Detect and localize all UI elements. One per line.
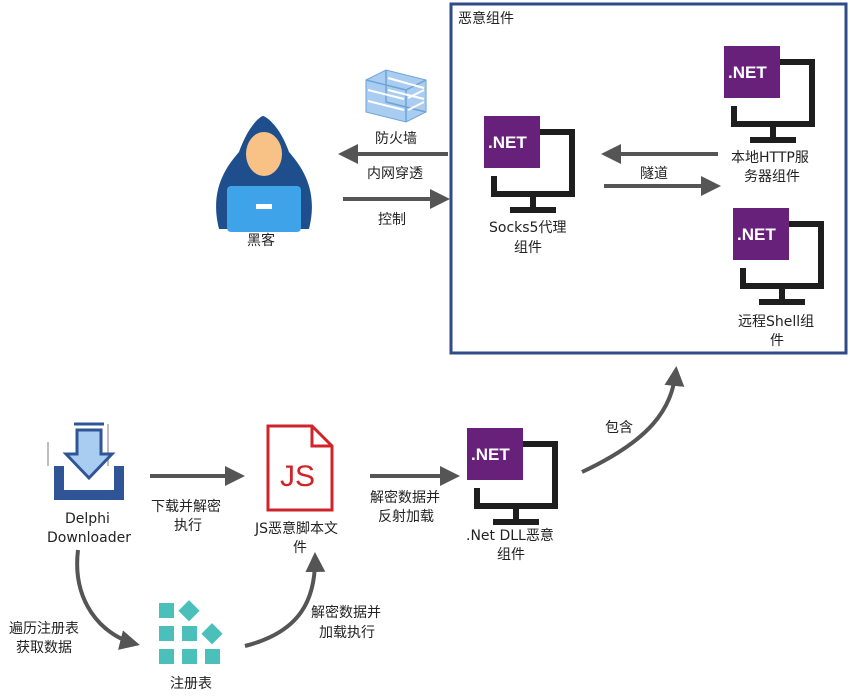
traverse-label-line2: 获取数据: [16, 640, 72, 656]
group-title: 恶意组件: [458, 10, 514, 27]
js-file-icon: JS: [266, 424, 334, 512]
hacker-label: 黑客: [247, 232, 275, 249]
download-label-line1: 下载并解密: [151, 498, 221, 515]
reflect-label-line2: 反射加载: [378, 509, 434, 525]
hacker-icon: [216, 116, 312, 232]
shell-label-line2: 件: [770, 333, 784, 349]
traverse-label-line1: 遍历注册表: [9, 621, 79, 637]
svg-text:.NET: .NET: [728, 63, 767, 82]
tunnel-label: 隧道: [640, 166, 668, 182]
http-label-line2: 务器组件: [744, 169, 800, 185]
traverse-registry-arrow: [75, 549, 140, 650]
svg-text:JS: JS: [280, 460, 315, 493]
registry-label: 注册表: [170, 676, 212, 692]
dll-label-line1: .Net DLL恶意: [466, 527, 554, 544]
js-label-line1: JS恶意脚本文: [254, 520, 338, 537]
dll-net-icon: .NET: [467, 428, 555, 522]
js-label-line2: 件: [293, 540, 307, 556]
shell-net-icon: .NET: [733, 208, 821, 302]
svg-text:.NET: .NET: [737, 225, 776, 244]
socks5-net-icon: .NET: [484, 116, 572, 210]
malicious-components-frame: [449, 2, 848, 355]
download-label-line2: 执行: [174, 518, 202, 534]
socks5-label-line1: Socks5代理: [489, 220, 566, 236]
firewall-icon: [365, 69, 427, 123]
http-label-line1: 本地HTTP服: [731, 150, 809, 166]
delphi-label-line2: Downloader: [47, 530, 131, 546]
svg-text:.NET: .NET: [488, 133, 527, 152]
contains-arrow: [581, 366, 685, 474]
decrypt-load-arrow: [244, 552, 326, 648]
download-icon: [47, 422, 124, 500]
intranet-label: 内网穿透: [367, 166, 423, 182]
contains-label: 包含: [605, 420, 633, 436]
control-label: 控制: [378, 212, 406, 228]
shell-label-line1: 远程Shell组: [738, 314, 814, 330]
dll-label-line2: 组件: [497, 547, 525, 563]
svg-text:.NET: .NET: [471, 445, 510, 464]
socks5-label-line2: 组件: [514, 240, 542, 256]
delphi-label-line1: Delphi: [65, 511, 110, 527]
reflect-label-line1: 解密数据并: [370, 489, 440, 506]
firewall-label: 防火墙: [375, 131, 417, 147]
decrypt-load-label-line2: 加载执行: [319, 625, 375, 641]
registry-icon: [159, 600, 223, 664]
http-net-icon: .NET: [724, 46, 812, 140]
decrypt-load-label-line1: 解密数据并: [311, 604, 381, 621]
